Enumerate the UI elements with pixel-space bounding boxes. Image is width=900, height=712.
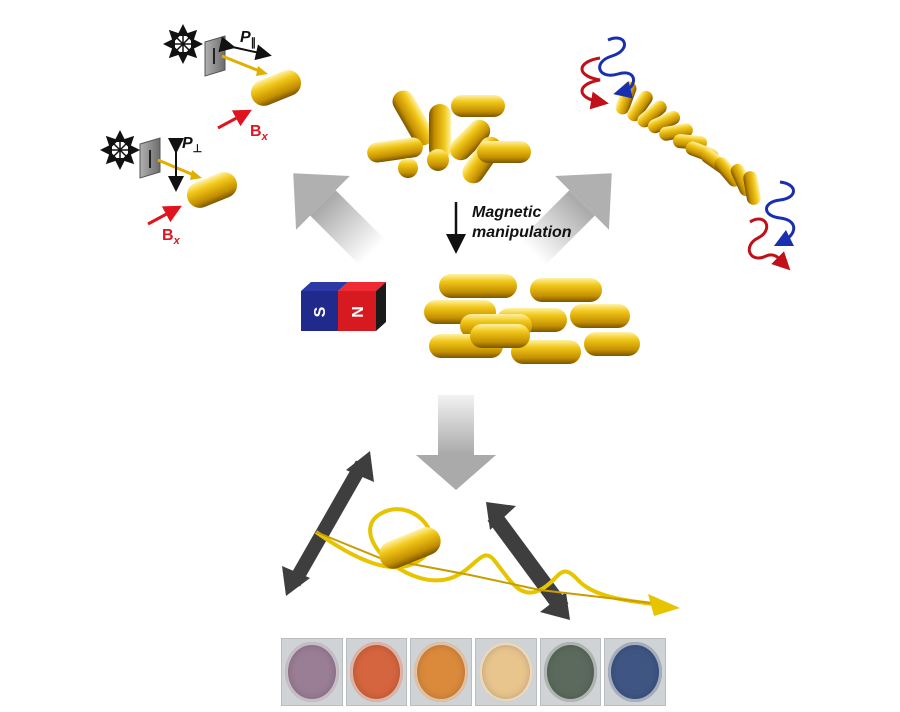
polarized-light-wave-inner: [315, 531, 661, 605]
bx-arrow-bottom: [147, 205, 182, 226]
wave-blue-bottom: [765, 180, 796, 247]
dark-double-arrow-right: [486, 502, 570, 620]
star-ray: [182, 29, 198, 45]
color-swatch-peach: [475, 638, 537, 706]
chain-nanorod: [647, 110, 681, 134]
color-swatch-orange-red: [345, 638, 408, 706]
star-ray: [168, 29, 184, 45]
magnet-north-label: N: [350, 306, 367, 318]
petri-dish: [414, 642, 469, 702]
aligned-nanorod: [584, 332, 640, 356]
star-ray: [119, 149, 135, 165]
light-direction-arrowhead: [648, 594, 680, 616]
random-nanorod: [451, 95, 505, 117]
star-ray: [119, 135, 135, 151]
aligned-nanorod: [511, 340, 581, 364]
magnet-block: S N: [301, 282, 386, 331]
magnetic-label-line2: manipulation: [472, 224, 572, 241]
color-swatch-blue: [604, 638, 667, 706]
dark-double-arrow-left: [282, 451, 374, 596]
chain-nanorod: [637, 100, 667, 128]
color-swatch-row: [281, 638, 667, 706]
wave-blue-top: [598, 36, 635, 99]
random-nanorod: [367, 137, 423, 163]
random-nanorod-cluster: [367, 90, 531, 184]
rotating-nanorod-chain: [615, 81, 761, 205]
random-nanorod: [427, 149, 449, 171]
gold-nanorod-parallel: [250, 70, 302, 106]
light-beam-top: [221, 54, 263, 74]
color-swatch-purple: [281, 638, 343, 706]
aligned-nanorod: [470, 324, 530, 348]
gold-nanorod-bottom: [379, 527, 441, 569]
aligned-nanorod: [530, 278, 602, 302]
petri-dish: [479, 642, 533, 702]
aligned-nanorod: [439, 274, 517, 298]
random-nanorod: [449, 119, 491, 161]
color-swatch-dark-green: [539, 638, 602, 706]
gray-arrow-up-left: [293, 173, 386, 266]
bx-label-top: Bx: [250, 123, 269, 143]
magnet-south-label: S: [312, 306, 329, 317]
gray-arrow-up-right: [519, 173, 612, 266]
star-ray: [182, 43, 198, 59]
petri-dish: [608, 642, 663, 702]
polarization-parallel-setup: P∥ Bx: [163, 24, 302, 143]
polarized-light-wave: [314, 507, 671, 608]
petri-dish: [543, 642, 598, 702]
star-ray: [168, 43, 184, 59]
chain-nanorod: [743, 171, 761, 205]
star-ray: [105, 149, 121, 165]
wave-red-bottom: [747, 217, 791, 271]
random-nanorod: [392, 90, 434, 146]
unpolarized-light-icon-2: [100, 130, 140, 170]
petri-dish: [349, 642, 404, 702]
unpolarized-light-icon: [163, 24, 203, 64]
wave-red-top: [580, 56, 609, 110]
parallel-polarization-arrow: [218, 36, 272, 61]
random-nanorod: [398, 158, 418, 178]
chain-nanorod: [627, 90, 653, 122]
bx-arrow-top: [217, 109, 252, 130]
color-swatch-orange: [410, 638, 473, 706]
p-parallel-label: P∥: [240, 29, 256, 49]
magnetic-label-line1: Magnetic: [472, 204, 541, 221]
star-ray: [105, 135, 121, 151]
polarization-perpendicular-setup: P⊥ Bx: [100, 130, 238, 247]
gray-arrow-down: [416, 395, 496, 490]
random-nanorod: [429, 104, 451, 160]
gold-nanorod-perpendicular: [186, 172, 238, 208]
bx-label-bottom: Bx: [162, 227, 181, 247]
random-nanorod: [477, 141, 531, 163]
p-perp-label: P⊥: [182, 135, 202, 155]
petri-dish: [285, 642, 339, 702]
aligned-nanorod: [570, 304, 630, 328]
aligned-nanorod-stack: [424, 274, 640, 364]
